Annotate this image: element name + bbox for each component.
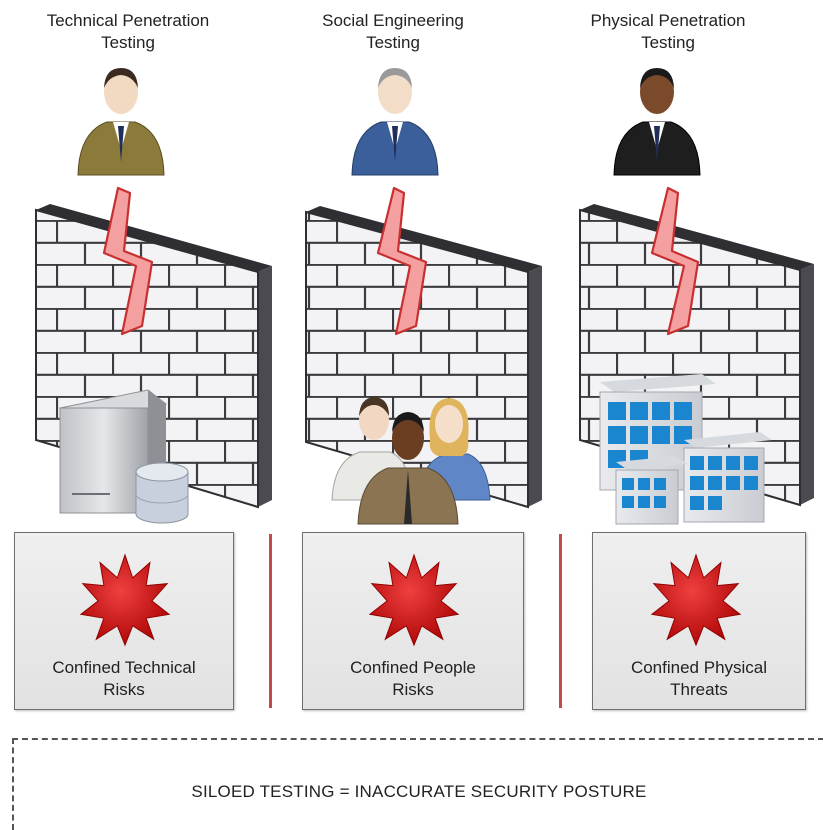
risk-label-line1: Confined People xyxy=(350,658,476,677)
firewall-icon xyxy=(305,206,542,509)
risk-label-line1: Confined Technical xyxy=(52,658,196,677)
column-title-line2: Testing xyxy=(641,33,695,52)
risk-label-line2: Threats xyxy=(670,680,728,699)
risk-label-line2: Risks xyxy=(103,680,145,699)
virus-burst-icon xyxy=(650,553,742,647)
column-title-line2: Testing xyxy=(101,33,155,52)
database-icon xyxy=(135,462,189,524)
silo-divider xyxy=(559,534,562,708)
virus-burst-icon xyxy=(368,553,460,647)
conclusion-text: SILOED TESTING = INACCURATE SECURITY POS… xyxy=(191,782,647,801)
risk-label-line2: Risks xyxy=(392,680,434,699)
conclusion-box: SILOED TESTING = INACCURATE SECURITY POS… xyxy=(12,738,823,830)
risk-box-physical: Confined Physical Threats xyxy=(592,532,806,710)
column-title-social: Social Engineering Testing xyxy=(283,10,503,54)
lightning-icon xyxy=(376,186,428,336)
lightning-icon xyxy=(650,186,700,336)
virus-burst-icon xyxy=(79,553,171,647)
risk-box-technical: Confined Technical Risks xyxy=(14,532,234,710)
column-title-line1: Technical Penetration xyxy=(46,11,210,30)
risk-label: Confined Physical Threats xyxy=(593,657,805,701)
risk-label: Confined People Risks xyxy=(303,657,523,701)
silo-divider xyxy=(269,534,272,708)
businessman-icon xyxy=(351,68,439,176)
column-title-line1: Physical Penetration xyxy=(590,11,746,30)
column-title-technical: Technical Penetration Testing xyxy=(18,10,238,54)
column-title-line1: Social Engineering xyxy=(322,11,464,30)
column-title-line2: Testing xyxy=(366,33,420,52)
column-title-physical: Physical Penetration Testing xyxy=(558,10,778,54)
risk-box-people: Confined People Risks xyxy=(302,532,524,710)
people-group-icon xyxy=(331,397,491,525)
lightning-icon xyxy=(102,186,154,336)
businessman-icon xyxy=(613,68,701,176)
risk-label: Confined Technical Risks xyxy=(15,657,233,701)
risk-label-line1: Confined Physical xyxy=(630,658,768,677)
server-icon xyxy=(58,389,189,524)
businessman-icon xyxy=(77,68,165,176)
office-building-icon xyxy=(599,374,772,525)
